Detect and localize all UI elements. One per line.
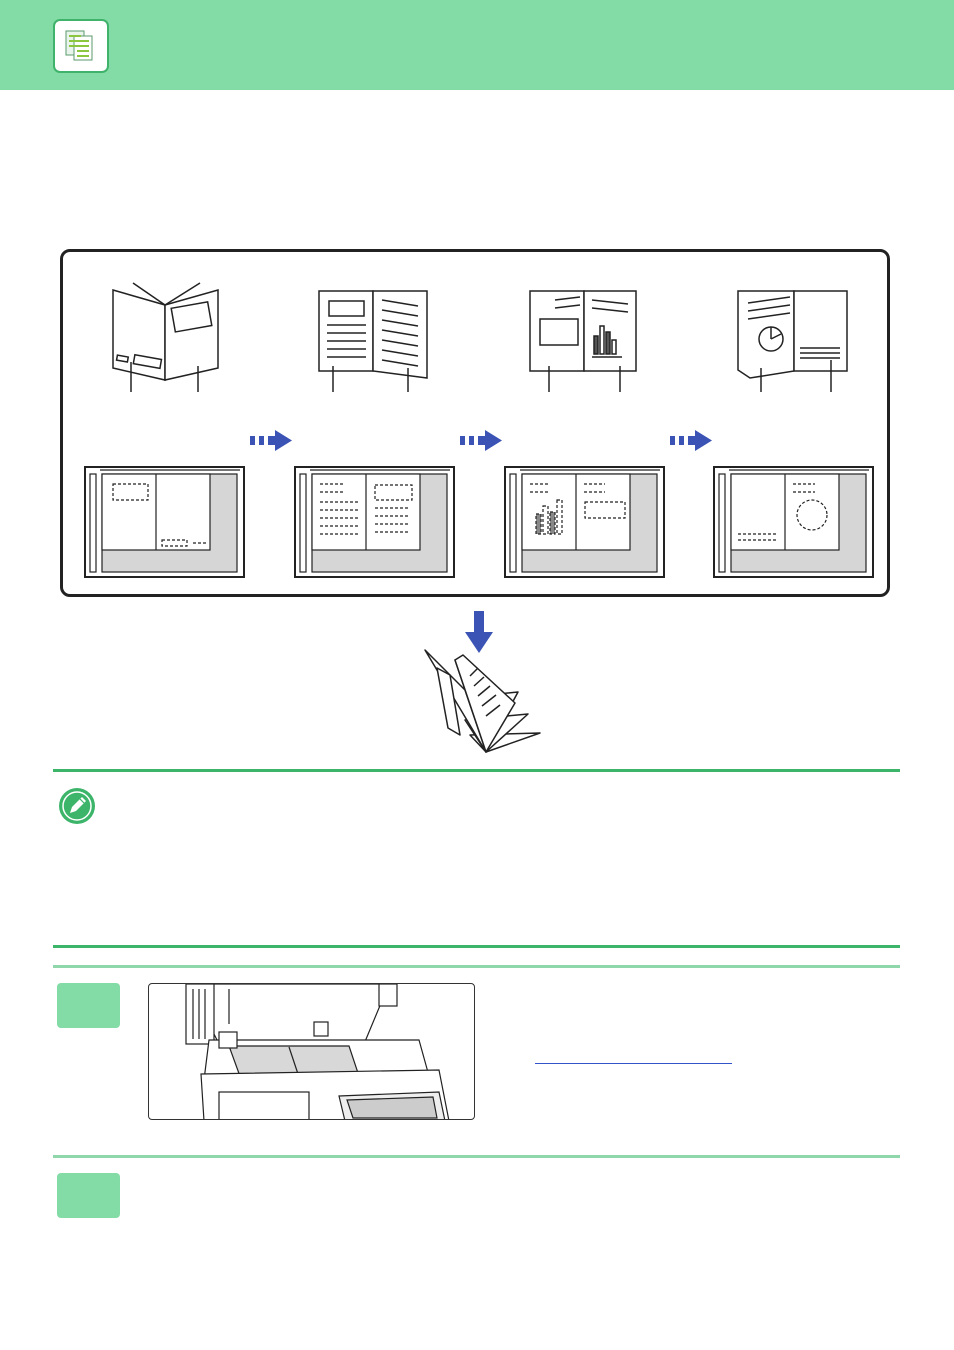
open-booklet-icon (529, 290, 637, 392)
glass-scan-icon (294, 466, 455, 578)
folded-booklet-icon (424, 649, 541, 753)
glass-scan-icon (84, 466, 245, 578)
diagram-artwork (84, 282, 874, 753)
open-booklet-icon (112, 282, 219, 392)
step-1-number-box (57, 983, 120, 1028)
step-1-link-underline[interactable] (535, 1063, 732, 1064)
note-bottom-rule (53, 945, 900, 948)
glass-scan-icon (504, 466, 665, 578)
next-arrow-icon (460, 430, 502, 451)
page-header (0, 0, 954, 90)
copy-document-icon (53, 19, 109, 73)
step-2-number-box (57, 1173, 120, 1218)
open-booklet-icon (318, 290, 428, 392)
glass-scan-icon (713, 466, 874, 578)
step-1-rule (53, 965, 900, 968)
next-arrow-icon (250, 430, 292, 451)
note-top-rule (53, 769, 900, 772)
pencil-note-icon (58, 787, 96, 825)
scanner-glass-icon (148, 983, 475, 1120)
open-booklet-icon (737, 290, 848, 392)
down-arrow-icon (465, 611, 493, 653)
step-2-rule (53, 1155, 900, 1158)
next-arrow-icon (670, 430, 712, 451)
